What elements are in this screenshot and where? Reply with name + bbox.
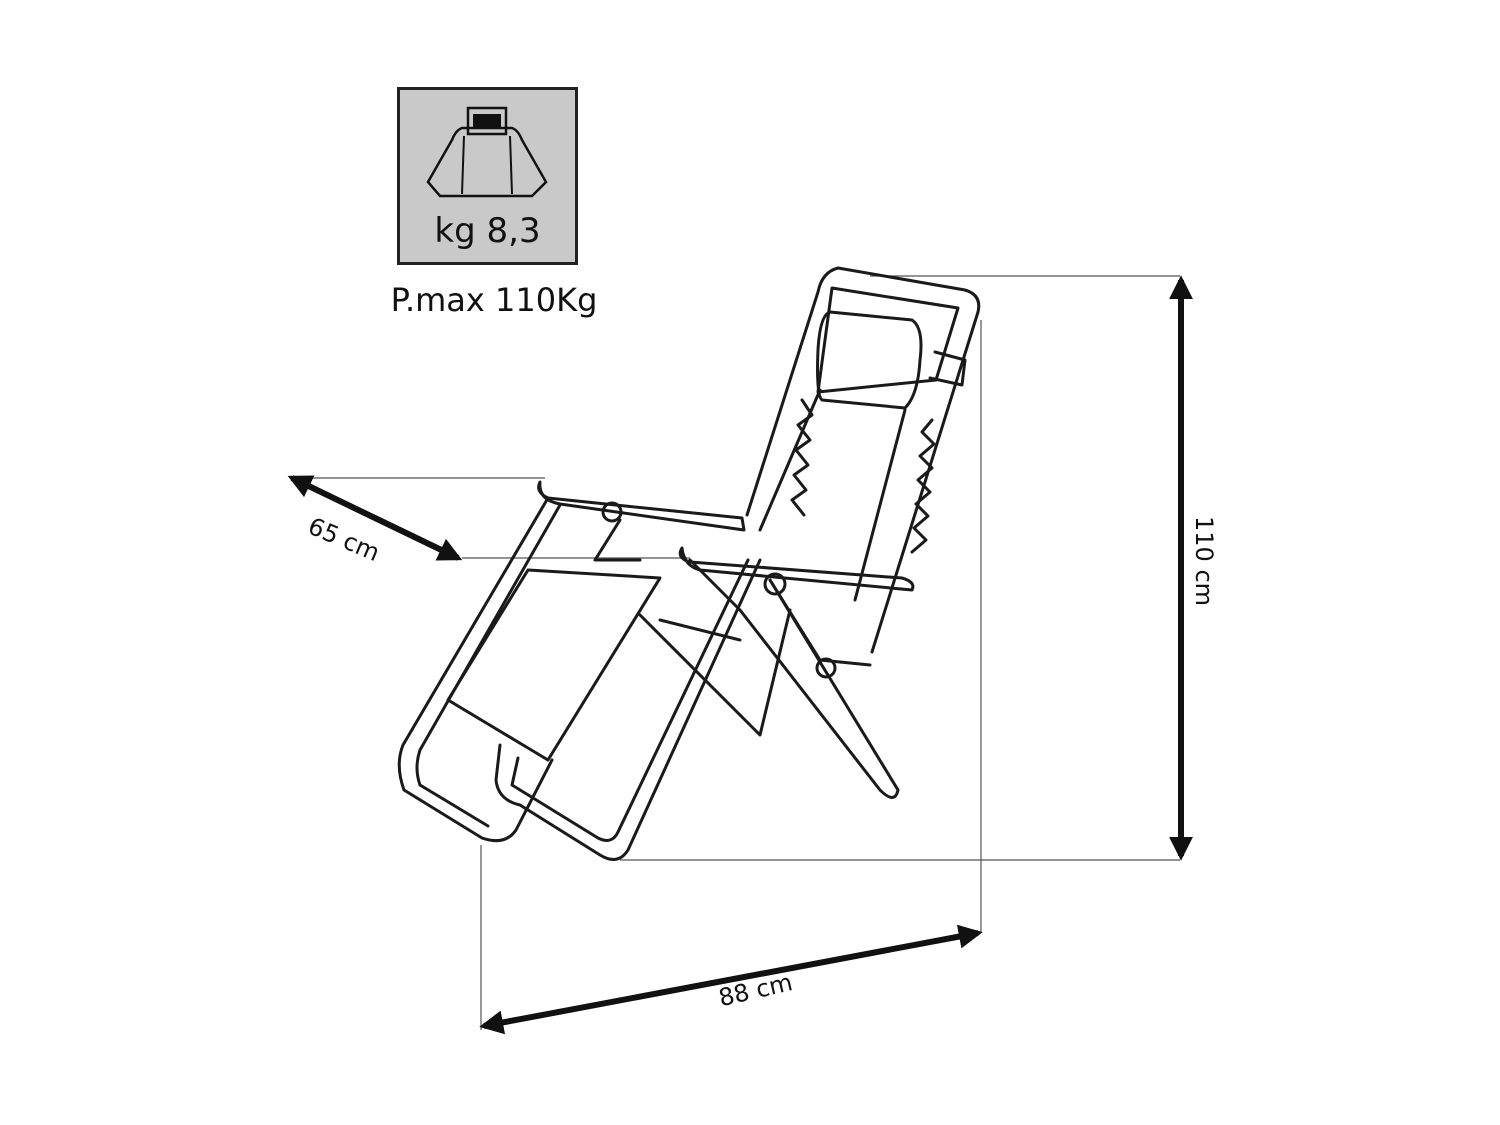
extension-lines	[290, 275, 1180, 1030]
depth-arrow	[287, 475, 463, 561]
max-load-label: P.max 110Kg	[390, 281, 598, 319]
reclining-chair-icon	[397, 266, 981, 861]
height-dimension-label: 110 cm	[1190, 516, 1218, 607]
kettlebell-weight-icon	[426, 106, 548, 198]
weight-box: kg 8,3	[397, 87, 578, 265]
length-arrow	[479, 924, 983, 1035]
weight-value: kg 8,3	[434, 211, 541, 251]
